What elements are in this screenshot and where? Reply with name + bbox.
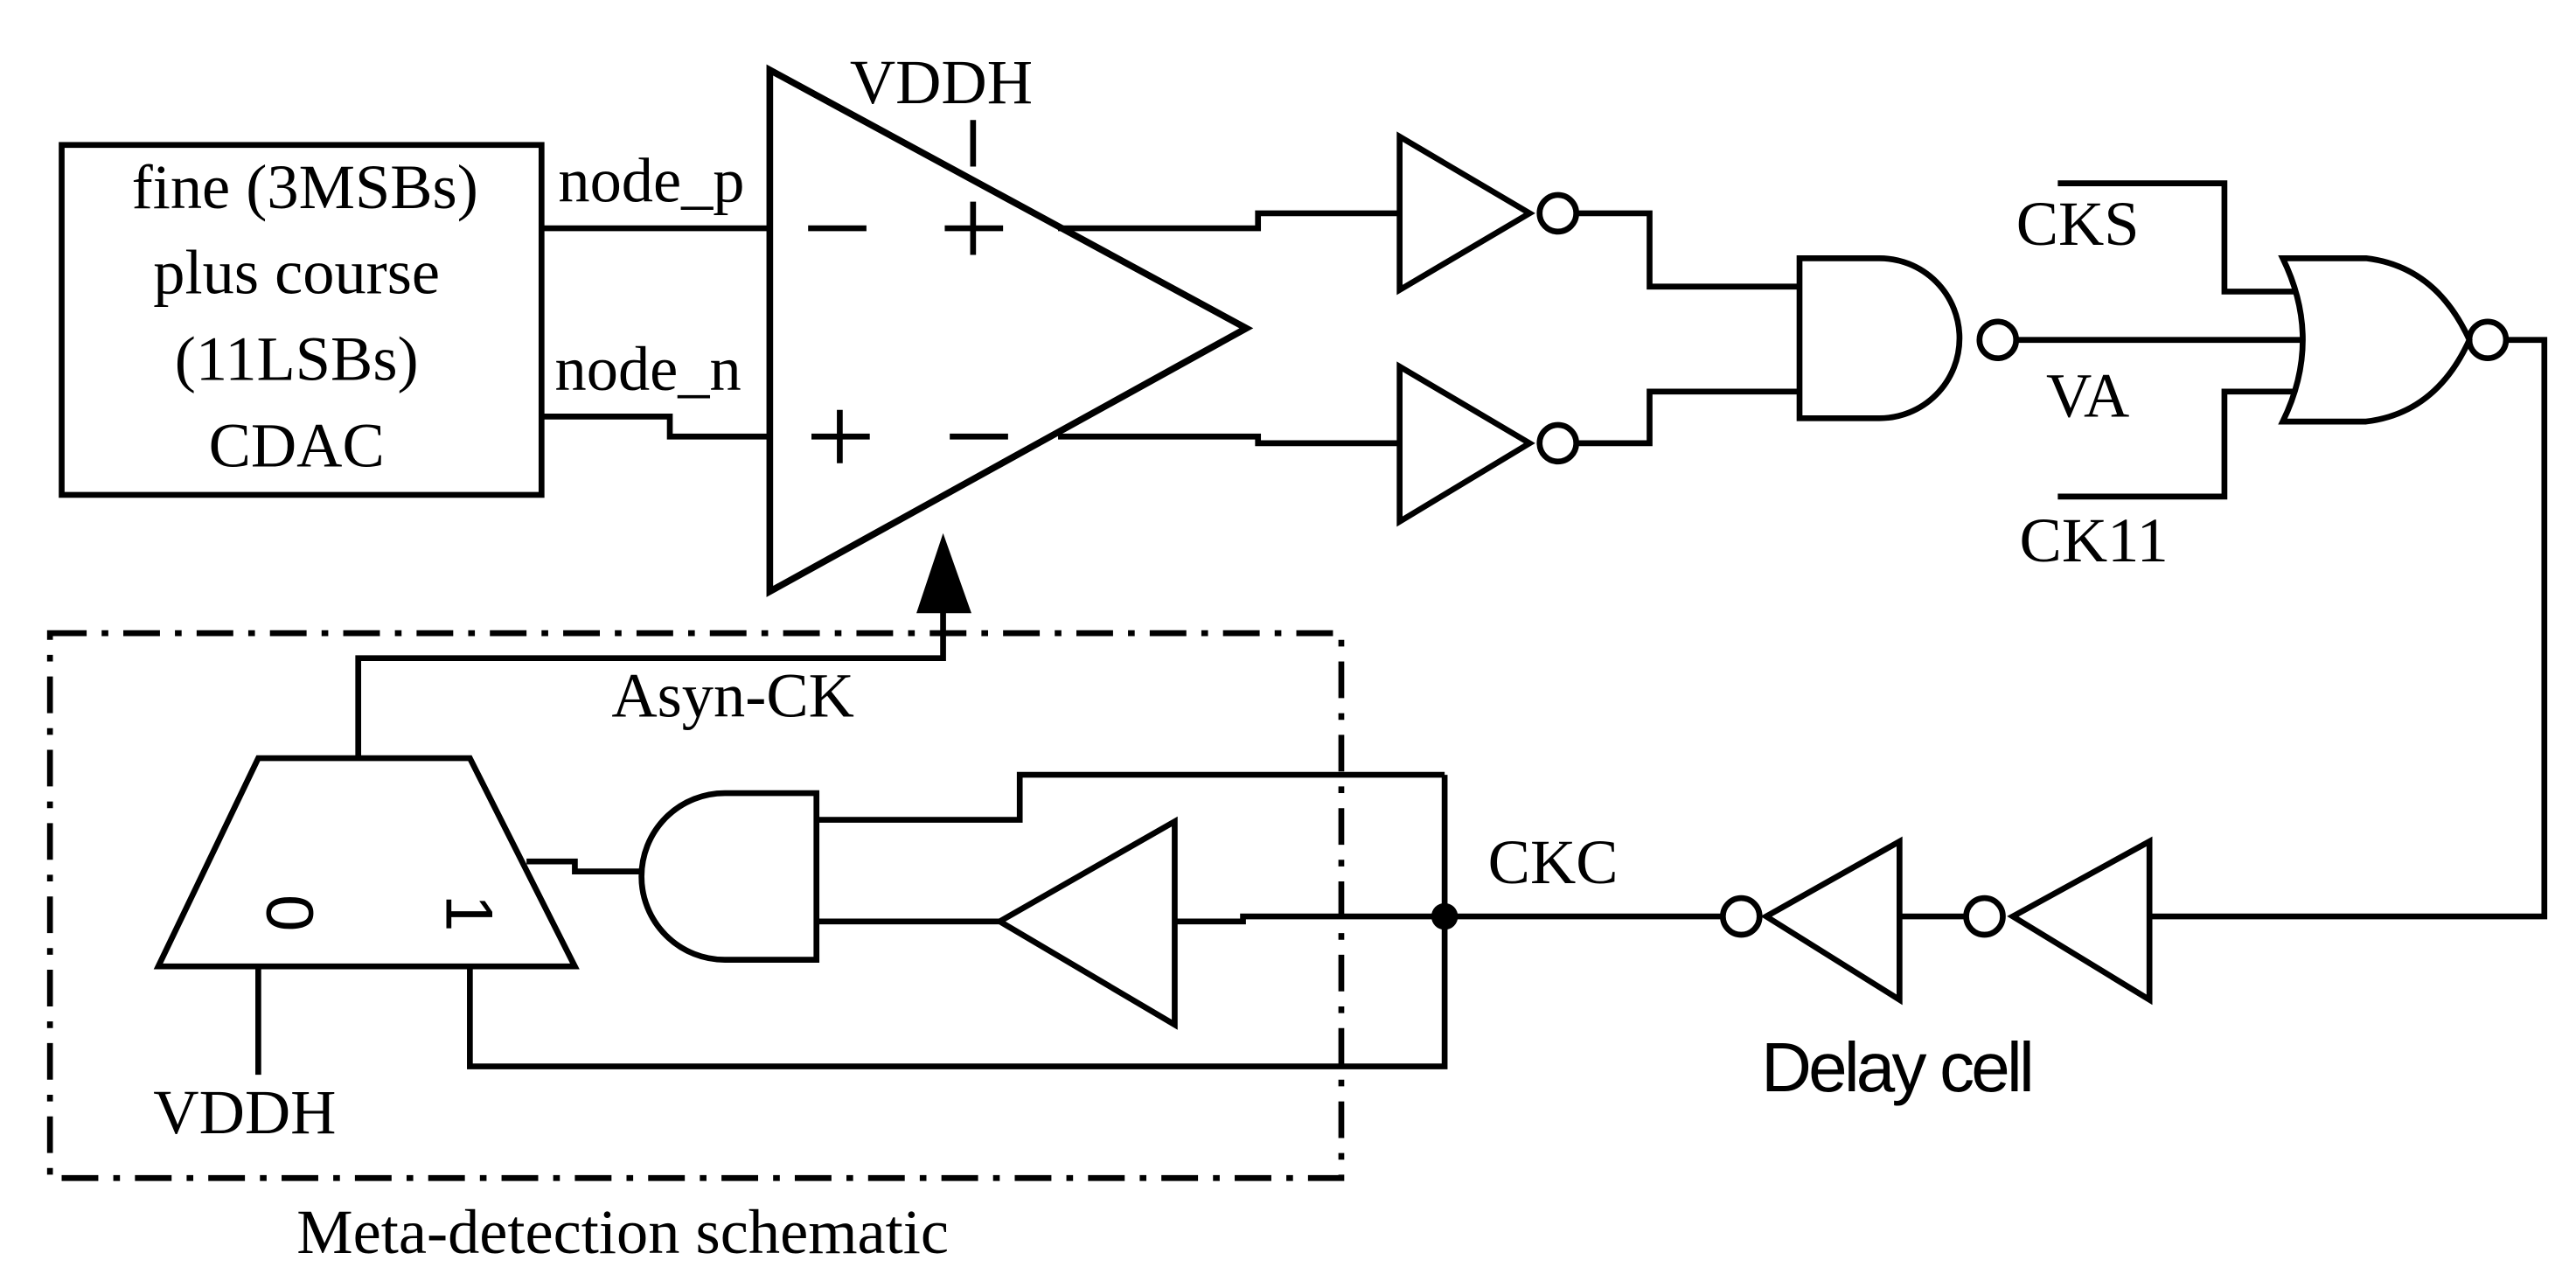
mux-vddh-label: VDDH: [153, 1076, 336, 1147]
delay-inverter-right: [2007, 836, 2153, 1006]
cdac-line-1: fine (3MSBs): [132, 151, 478, 222]
wire-inv-bot-nand: [1576, 388, 1800, 447]
wire-comp-out-n: [1058, 433, 1400, 447]
nor-gate-bubble: [2466, 318, 2510, 362]
nand-gate-bubble: [1976, 318, 2020, 362]
wire-nor-feedback: [2149, 337, 2548, 920]
delay-inverter-left: [1760, 836, 1903, 1006]
wire-and-mux: [526, 858, 642, 874]
meta-buffer: [993, 816, 1178, 1030]
asyn-ck-arrow-icon: [916, 533, 971, 614]
ckc-junction-dot: [1431, 902, 1459, 930]
delay-cell-label: Delay cell: [1761, 1028, 2031, 1106]
node-n-label: node_n: [555, 333, 741, 404]
wire-ckc-and-top: [816, 771, 1445, 823]
asyn-ck-label: Asyn-CK: [611, 659, 854, 730]
wire-inv-top-nand: [1576, 210, 1800, 290]
delay-inverter-left-bubble: [1720, 895, 1763, 938]
ck11-label: CK11: [2020, 505, 2169, 575]
mux-trapezoid: [153, 755, 580, 970]
cdac-block: [59, 142, 545, 498]
cdac-line-4: CDAC: [209, 410, 385, 481]
inverter-top-bubble: [1536, 191, 1579, 235]
comparator-triangle: [766, 64, 1254, 597]
va-label: VA: [2046, 359, 2129, 430]
meta-detection-boundary: [46, 630, 1345, 1181]
cdac-line-2: plus course: [153, 236, 440, 307]
wire-node-n: [541, 414, 770, 440]
ckc-label: CKC: [1488, 826, 1619, 897]
wire-ck11: [2057, 388, 2296, 500]
wire-cks: [2057, 180, 2296, 295]
meta-detection-title: Meta-detection schematic: [296, 1196, 949, 1267]
comparator-supply-label: VDDH: [850, 46, 1033, 117]
cks-label: CKS: [2016, 188, 2140, 259]
delay-inverter-right-bubble: [1963, 895, 2006, 938]
wire-ckc-buffer-in: [1174, 913, 1445, 925]
inverter-top: [1396, 131, 1535, 296]
wire-comp-out-p: [1058, 210, 1400, 232]
mux-input-1-label: 1: [432, 895, 506, 931]
inverter-bottom: [1396, 361, 1535, 527]
and-gate: [638, 790, 820, 963]
nand-gate: [1796, 255, 1963, 421]
cdac-line-3: (11LSBs): [175, 323, 419, 393]
node-p-label: node_p: [558, 145, 744, 216]
inverter-bottom-bubble: [1536, 421, 1579, 465]
nor-gate: [2278, 255, 2473, 425]
mux-input-0-label: 0: [252, 895, 326, 931]
